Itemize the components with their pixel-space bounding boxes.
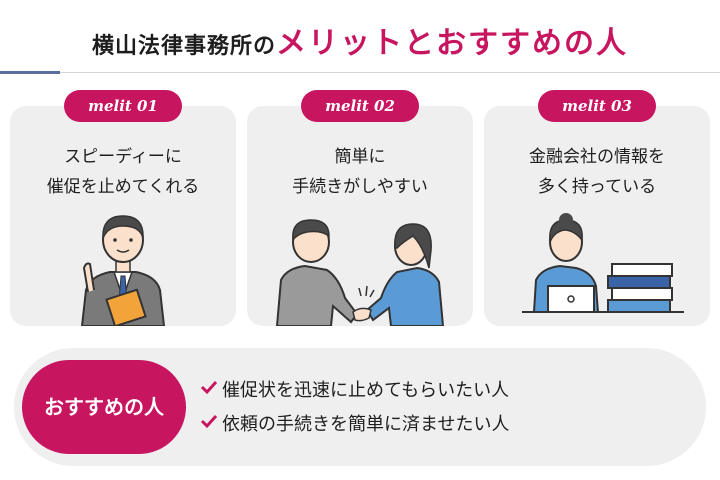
office-worker-illustration <box>522 213 684 313</box>
recommend-label: おすすめの人 <box>22 360 186 454</box>
merit-badge-1: melit 01 <box>64 90 182 122</box>
merit-card-1: melit 01 スピーディーに 催促を止めてくれる <box>10 90 236 326</box>
lawyer-illustration <box>80 215 166 326</box>
title-divider <box>0 72 720 73</box>
recommend-item-2-text: 依頼の手続きを簡単に済ませたい人 <box>222 414 510 435</box>
merit-text-3: 金融会社の情報を 多く持っている <box>484 142 710 202</box>
recommend-item-1: 催促状を迅速に止めてもらいたい人 <box>200 376 509 402</box>
merit-text-2-line2: 手続きがしやすい <box>292 177 428 197</box>
page-title: 横山法律事務所のメリットとおすすめの人 <box>0 18 720 62</box>
check-icon <box>200 379 222 400</box>
merit-text-3-line2: 多く持っている <box>537 177 657 197</box>
merit-card-3: melit 03 金融会社の情報を 多く持っている <box>484 90 710 326</box>
check-icon <box>200 413 222 434</box>
title-firm-name: 横山法律事務所の <box>91 33 276 59</box>
recommend-item-1-text: 催促状を迅速に止めてもらいたい人 <box>222 380 510 401</box>
merit-card-2: melit 02 簡単に 手続きがしやすい <box>247 90 473 326</box>
merit-text-1-line1: スピーディーに <box>64 147 182 167</box>
merit-badge-3: melit 03 <box>538 90 656 122</box>
title-divider-accent <box>0 71 60 74</box>
title-highlight: メリットとおすすめの人 <box>276 26 628 61</box>
handshake-illustration <box>275 219 445 326</box>
merit-text-2-line1: 簡単に <box>334 147 386 167</box>
recommendation-box: おすすめの人 催促状を迅速に止めてもらいたい人 依頼の手続きを簡単に済ませたい人 <box>14 348 706 466</box>
merit-text-2: 簡単に 手続きがしやすい <box>247 142 473 202</box>
merit-text-3-line1: 金融会社の情報を <box>529 147 665 167</box>
merit-badge-2: melit 02 <box>301 90 419 122</box>
merit-text-1: スピーディーに 催促を止めてくれる <box>10 142 236 202</box>
recommend-item-2: 依頼の手続きを簡単に済ませたい人 <box>200 410 509 436</box>
merit-text-1-line2: 催促を止めてくれる <box>46 177 200 197</box>
